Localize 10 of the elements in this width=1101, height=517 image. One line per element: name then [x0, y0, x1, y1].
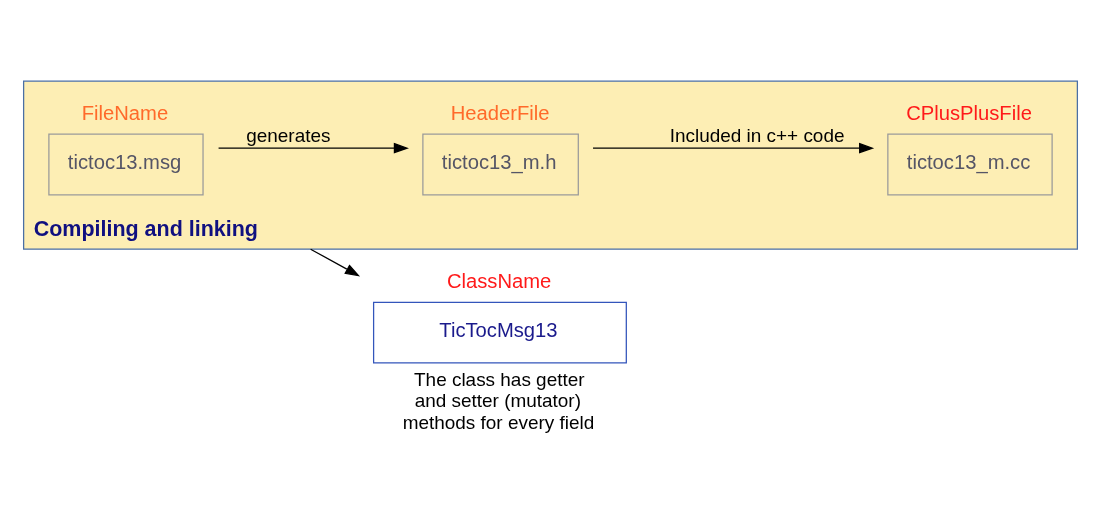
node-label: FileName — [81, 101, 169, 124]
node-label: HeaderFile — [450, 101, 550, 124]
arrow — [310, 248, 361, 276]
arrow — [217, 142, 409, 153]
node-label: CPlusPlusFile — [906, 101, 1032, 124]
node-label: The class has getter and setter (mutator) methods for every field — [402, 368, 595, 433]
node-label: ClassName — [446, 269, 552, 292]
edge-label: generates — [246, 124, 331, 146]
arrow — [592, 142, 875, 153]
edge-label: Included in c++ code — [669, 124, 845, 146]
